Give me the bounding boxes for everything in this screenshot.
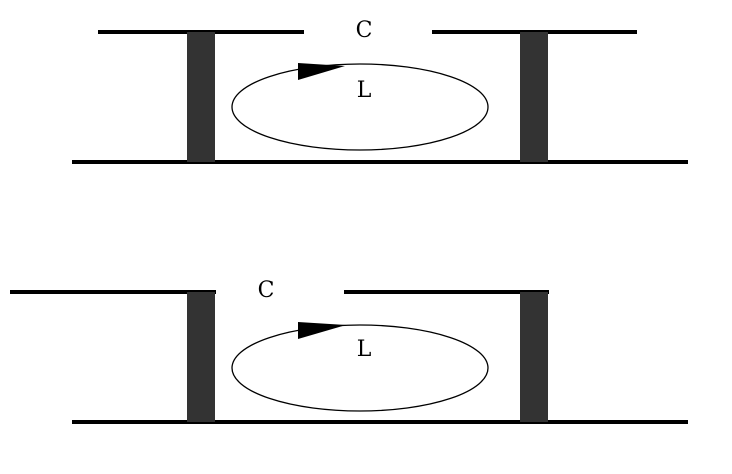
capacitor-label: C bbox=[356, 18, 373, 43]
current-loop bbox=[231, 63, 489, 151]
post-right bbox=[520, 32, 548, 162]
capacitor-label: C bbox=[258, 278, 275, 303]
current-loop bbox=[231, 324, 489, 412]
circuit-diagram-bottom: C L bbox=[10, 278, 688, 424]
inductor-label: L bbox=[357, 78, 372, 103]
post-left bbox=[187, 32, 215, 162]
current-arrow-icon bbox=[298, 322, 346, 339]
post-left bbox=[187, 292, 215, 422]
inductor-label: L bbox=[357, 337, 372, 362]
post-right bbox=[520, 292, 548, 422]
circuit-diagram-top: C L bbox=[72, 18, 688, 164]
current-arrow-icon bbox=[298, 63, 345, 80]
